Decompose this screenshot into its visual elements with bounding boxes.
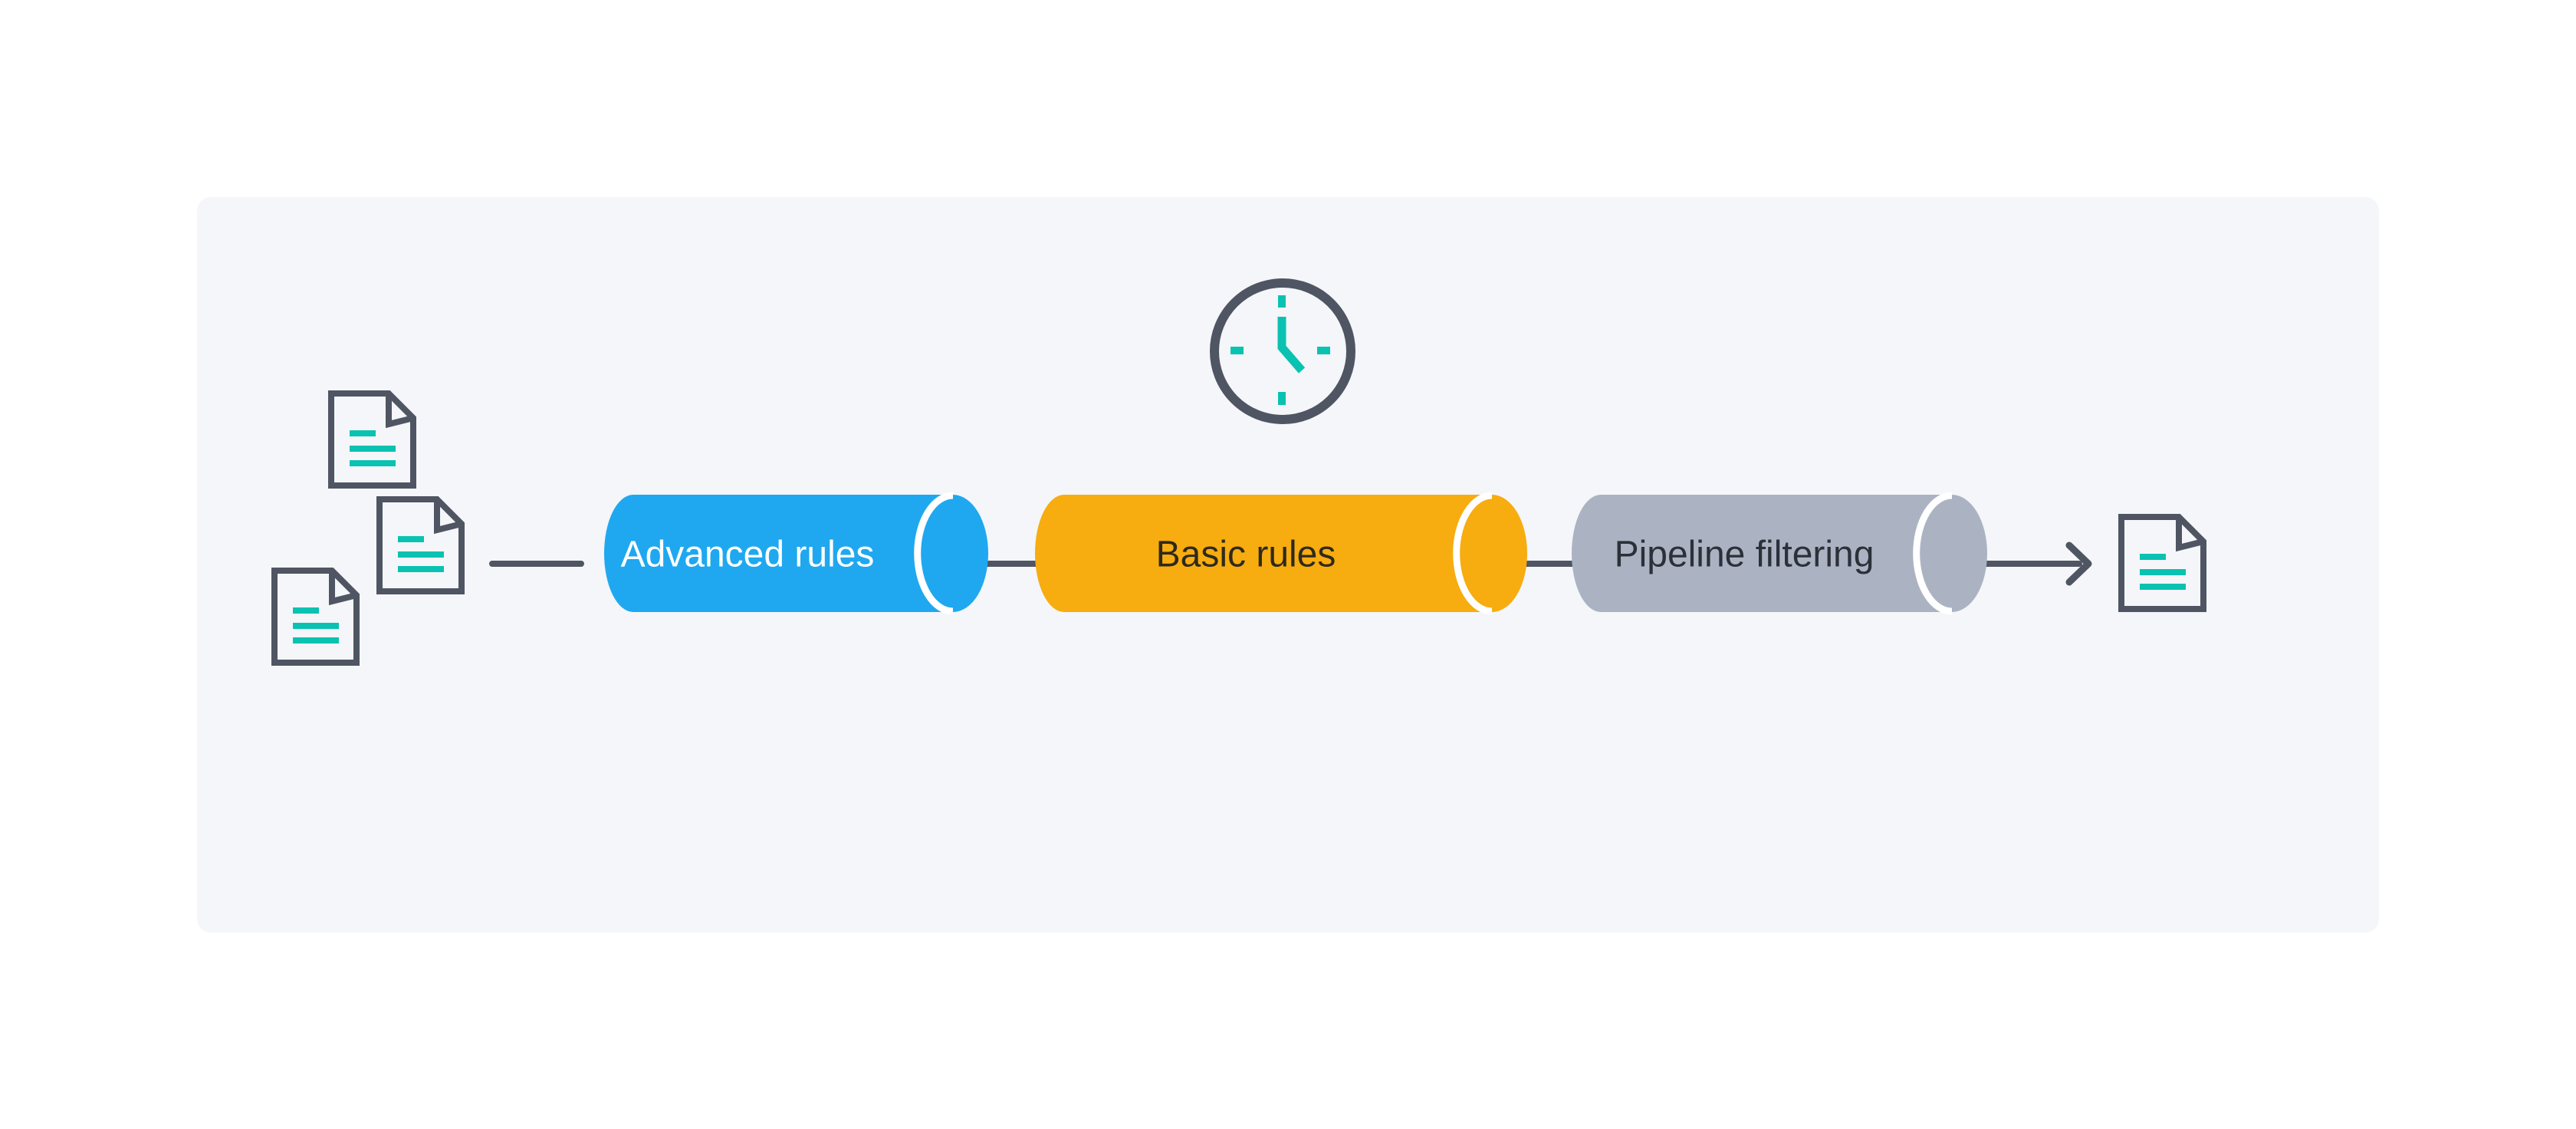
- document-text-line: [2140, 584, 2186, 590]
- cylinder-cap-gap: [914, 492, 954, 615]
- clock-tick-6: [1278, 392, 1286, 405]
- document-fold: [386, 393, 414, 429]
- cylinder-cap-gap: [1453, 492, 1493, 615]
- stage-basic-rules: Basic rules: [1035, 492, 1527, 615]
- document-outline: [271, 568, 360, 666]
- clock-icon: [1210, 278, 1355, 424]
- document-icon: [2118, 514, 2206, 612]
- document-text-line: [398, 551, 444, 558]
- document-fold: [434, 499, 462, 535]
- cylinder-cap: [918, 495, 988, 612]
- document-fold: [329, 571, 357, 606]
- arrow-right-icon: [2065, 541, 2092, 586]
- document-outline: [328, 390, 416, 489]
- document-text-line: [350, 446, 396, 452]
- document-text-line: [2140, 569, 2186, 575]
- cylinder-cap-gap: [1913, 492, 1953, 615]
- stage-label: Pipeline filtering: [1615, 535, 1875, 575]
- document-outline: [376, 496, 465, 594]
- stage-pipeline-filtering: Pipeline filtering: [1572, 492, 1987, 615]
- cylinder-body: [1572, 495, 1952, 612]
- document-text-line: [293, 607, 319, 614]
- stage-advanced-rules: Advanced rules: [604, 492, 988, 615]
- cylinder-cap: [1917, 495, 1987, 612]
- document-icon: [271, 568, 360, 666]
- document-fold: [2176, 517, 2204, 552]
- document-text-line: [293, 623, 339, 629]
- document-text-line: [2140, 554, 2166, 560]
- clock-hands: [1277, 317, 1306, 374]
- cylinder-cap: [1457, 495, 1527, 612]
- document-text-line: [350, 460, 396, 466]
- clock-rim: [1210, 278, 1355, 424]
- document-outline: [2118, 514, 2206, 612]
- document-icon: [328, 390, 416, 489]
- stage-label: Advanced rules: [621, 535, 875, 575]
- stage-label: Basic rules: [1156, 535, 1336, 575]
- cylinder-body: [604, 495, 953, 612]
- document-text-line: [398, 536, 424, 542]
- document-icon: [376, 496, 465, 594]
- clock-tick-9: [1230, 347, 1244, 354]
- document-text-line: [350, 430, 376, 436]
- clock-tick-12: [1278, 295, 1286, 308]
- clock-tick-3: [1317, 347, 1330, 354]
- cylinder-body: [1035, 495, 1492, 612]
- document-text-line: [293, 637, 339, 643]
- document-text-line: [398, 566, 444, 572]
